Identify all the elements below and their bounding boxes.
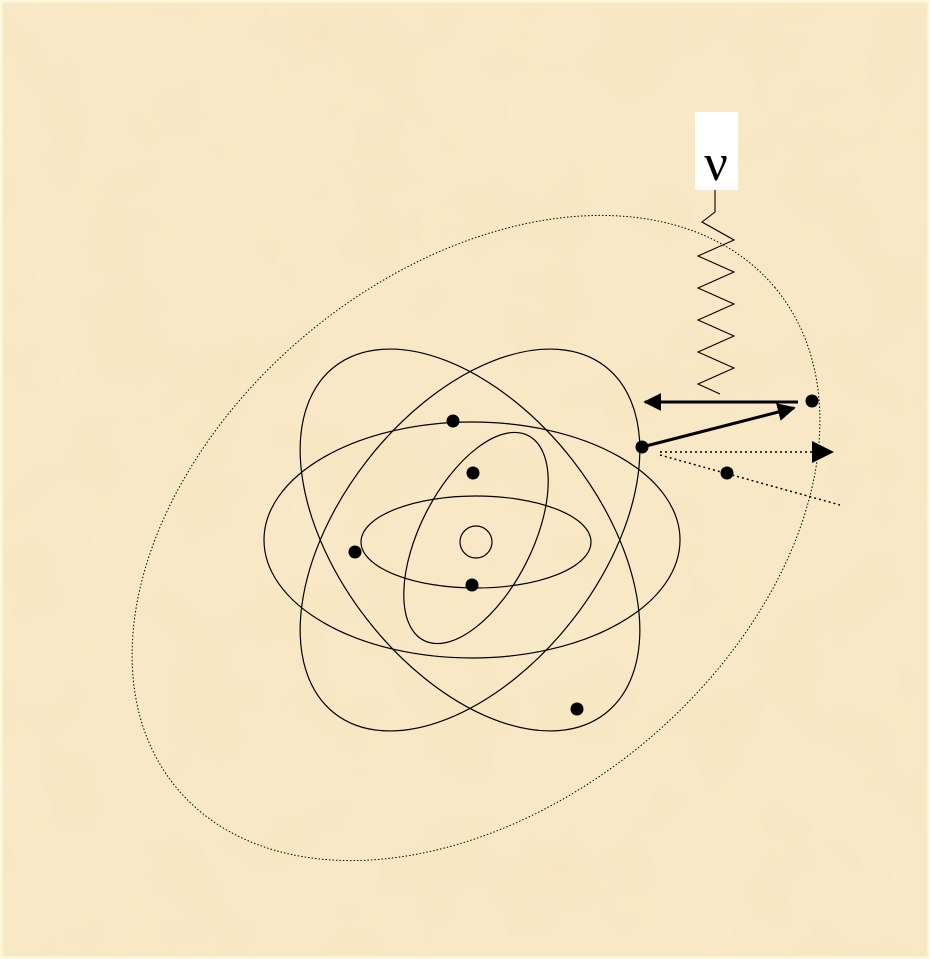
electron <box>447 415 460 428</box>
photon-symbol: ν <box>704 135 728 192</box>
electron <box>806 395 819 408</box>
electron <box>467 467 480 480</box>
electron <box>571 703 584 716</box>
electron <box>721 467 734 480</box>
electron <box>349 546 362 559</box>
electron <box>466 579 479 592</box>
